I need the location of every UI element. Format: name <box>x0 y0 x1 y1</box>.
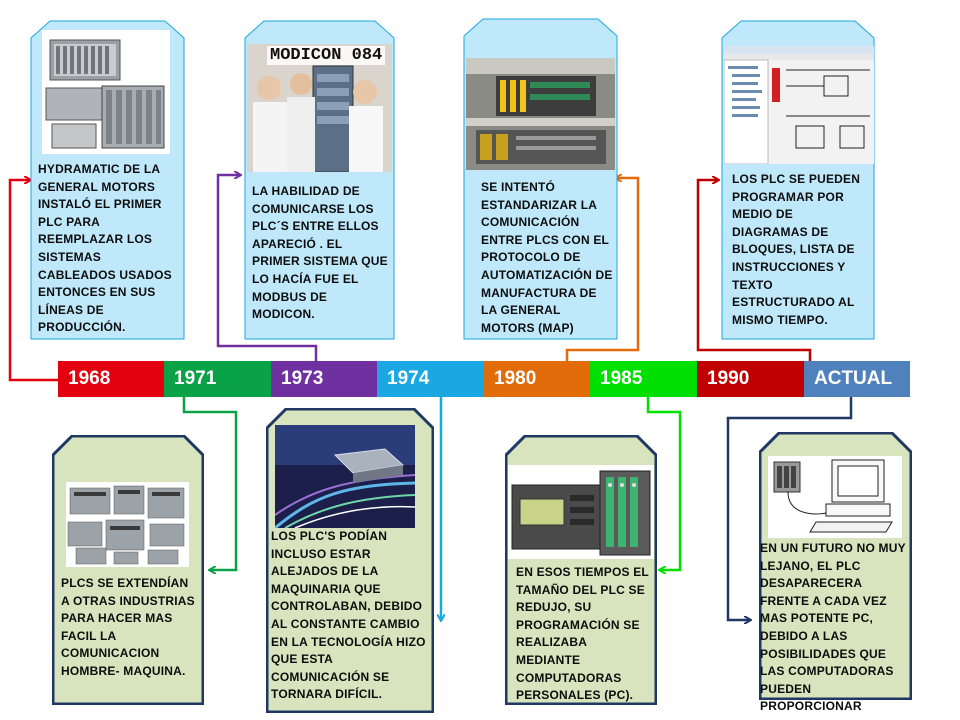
timeline-segment-1990: 1990 <box>697 361 804 397</box>
timeline-segment-1973: 1973 <box>271 361 377 397</box>
card-1971: PLCS SE EXTENDÍAN A OTRAS INDUSTRIAS PAR… <box>52 435 204 705</box>
year-label: 1971 <box>174 368 217 389</box>
pc-connected-plc-drawing <box>768 456 902 538</box>
card-1985: EN ESOS TIEMPOS EL TAMAÑO DEL PLC SE RED… <box>505 435 657 705</box>
control-panel-photo <box>466 58 615 170</box>
plc-rack-photo <box>42 30 170 154</box>
card-text: LA HABILIDAD DE COMUNICARSE LOS PLC´S EN… <box>252 184 388 322</box>
connector-1985 <box>646 397 682 570</box>
card-text: LOS PLC'S PODÍAN INCLUSO ESTAR ALEJADOS … <box>271 529 426 702</box>
card-1968: HYDRAMATIC DE LA GENERAL MOTORS INSTALÓ … <box>30 20 185 340</box>
timeline-segment-1968: 1968 <box>58 361 164 397</box>
year-label: ACTUAL <box>814 368 893 389</box>
connector-1968 <box>8 180 58 382</box>
modicon-image-label: MODICON 084 <box>267 46 386 65</box>
year-label: 1973 <box>281 368 324 389</box>
connector-1980 <box>565 178 640 361</box>
year-label: 1968 <box>68 368 111 389</box>
timeline-segment-1974: 1974 <box>377 361 484 397</box>
timeline-segment-1985: 1985 <box>590 361 697 397</box>
card-text: SE INTENTÓ ESTANDARIZAR LA COMUNICACIÓN … <box>481 180 613 335</box>
card-text: LOS PLC SE PUEDEN PROGRAMAR POR MEDIO DE… <box>732 172 861 327</box>
card-text: EN ESOS TIEMPOS EL TAMAÑO DEL PLC SE RED… <box>516 565 649 703</box>
connector-1971 <box>182 397 238 570</box>
card-text: HYDRAMATIC DE LA GENERAL MOTORS INSTALÓ … <box>38 162 172 335</box>
software-screenshot <box>724 46 874 164</box>
connector-1973 <box>216 175 318 361</box>
connector-1990 <box>696 180 812 361</box>
card-1980: SE INTENTÓ ESTANDARIZAR LA COMUNICACIÓN … <box>463 18 618 340</box>
card-actual: EN UN FUTURO NO MUY LEJANO, EL PLC DESAP… <box>759 432 912 713</box>
card-1990: LOS PLC SE PUEDEN PROGRAMAR POR MEDIO DE… <box>721 20 875 340</box>
connector-actual <box>726 397 853 620</box>
year-label: 1974 <box>387 368 430 389</box>
timeline-segment-1971: 1971 <box>164 361 271 397</box>
card-1973: MODICON 084 LA HABILIDAD DE COMUNICARSE … <box>244 20 395 340</box>
modicon-084-photo: MODICON 084 <box>247 44 392 172</box>
card-1974: LOS PLC'S PODÍAN INCLUSO ESTAR ALEJADOS … <box>266 408 434 713</box>
year-label: 1990 <box>707 368 750 389</box>
network-cables-photo <box>275 425 415 528</box>
timeline-segment-1980: 1980 <box>484 361 590 397</box>
timeline-segment-actual: ACTUAL <box>804 361 910 397</box>
card-text: EN UN FUTURO NO MUY LEJANO, EL PLC DESAP… <box>760 541 906 714</box>
compact-plc-photo <box>508 465 654 559</box>
year-label: 1980 <box>494 368 537 389</box>
plc-family-photo <box>66 482 189 567</box>
year-label: 1985 <box>600 368 643 389</box>
card-text: PLCS SE EXTENDÍAN A OTRAS INDUSTRIAS PAR… <box>61 576 195 678</box>
